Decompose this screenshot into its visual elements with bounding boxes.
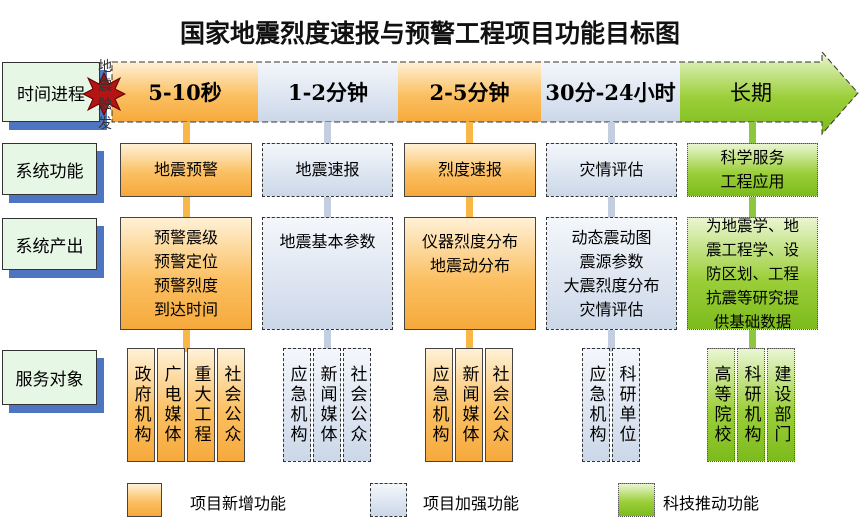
service-box: 社会公众 xyxy=(217,348,245,462)
service-box: 政府机构 xyxy=(127,348,155,462)
row-label-service: 服务对象 xyxy=(2,350,97,405)
legend-label-enhanced: 项目加强功能 xyxy=(423,494,520,513)
time-segment-5: 长期 xyxy=(730,81,772,105)
time-segment-2: 1-2分钟 xyxy=(288,80,368,105)
time-segment-4: 30分-24小时 xyxy=(545,80,676,105)
service-box: 社会公众 xyxy=(485,348,513,462)
time-segment-1: 5-10秒 xyxy=(148,80,222,105)
output-box-2: 地震基本参数 xyxy=(262,217,393,330)
function-box-4: 灾情评估 xyxy=(546,143,677,197)
output-box-4: 动态震动图 震源参数 大震烈度分布 灾情评估 xyxy=(546,217,677,330)
service-box: 新闻媒体 xyxy=(455,348,483,462)
output-box-3: 仪器烈度分布 地震动分布 xyxy=(404,217,536,330)
function-box-3: 烈度速报 xyxy=(404,143,536,197)
row-label-time: 时间进程 xyxy=(2,62,100,122)
service-box: 重大工程 xyxy=(187,348,215,462)
legend-swatch-new xyxy=(127,483,162,517)
service-box: 高等院校 xyxy=(707,348,735,462)
row-label-output: 系统产出 xyxy=(2,218,97,270)
service-box: 科研机构 xyxy=(737,348,765,462)
service-box: 社会公众 xyxy=(343,348,371,462)
service-box: 应急机构 xyxy=(582,348,610,462)
legend-label-tech: 科技推动功能 xyxy=(663,494,760,513)
service-box: 新闻媒体 xyxy=(313,348,341,462)
service-box: 建设部门 xyxy=(767,348,795,462)
service-box: 科研单位 xyxy=(612,348,640,462)
trigger-label: 地震触发 xyxy=(98,59,112,132)
function-box-5: 科学服务 工程应用 xyxy=(687,143,818,197)
row-label-function: 系统功能 xyxy=(2,143,97,195)
earthquake-star-icon xyxy=(82,72,126,116)
service-box: 应急机构 xyxy=(425,348,453,462)
function-box-2: 地震速报 xyxy=(262,143,393,197)
output-box-5: 为地震学、地 震工程学、设 防区划、工程 抗震等研究提 供基础数据 xyxy=(687,217,818,331)
function-box-1: 地震预警 xyxy=(120,143,252,197)
legend-label-new: 项目新增功能 xyxy=(190,494,287,513)
time-segment-3: 2-5分钟 xyxy=(429,80,510,105)
legend-swatch-tech xyxy=(618,483,655,517)
output-box-1: 预警震级 预警定位 预警烈度 到达时间 xyxy=(120,217,252,330)
service-box: 应急机构 xyxy=(283,348,311,462)
service-box: 广电媒体 xyxy=(157,348,185,462)
timeline-arrow xyxy=(111,50,859,136)
page-title: 国家地震烈度速报与预警工程项目功能目标图 xyxy=(179,19,680,48)
legend-swatch-enhanced xyxy=(370,483,407,517)
